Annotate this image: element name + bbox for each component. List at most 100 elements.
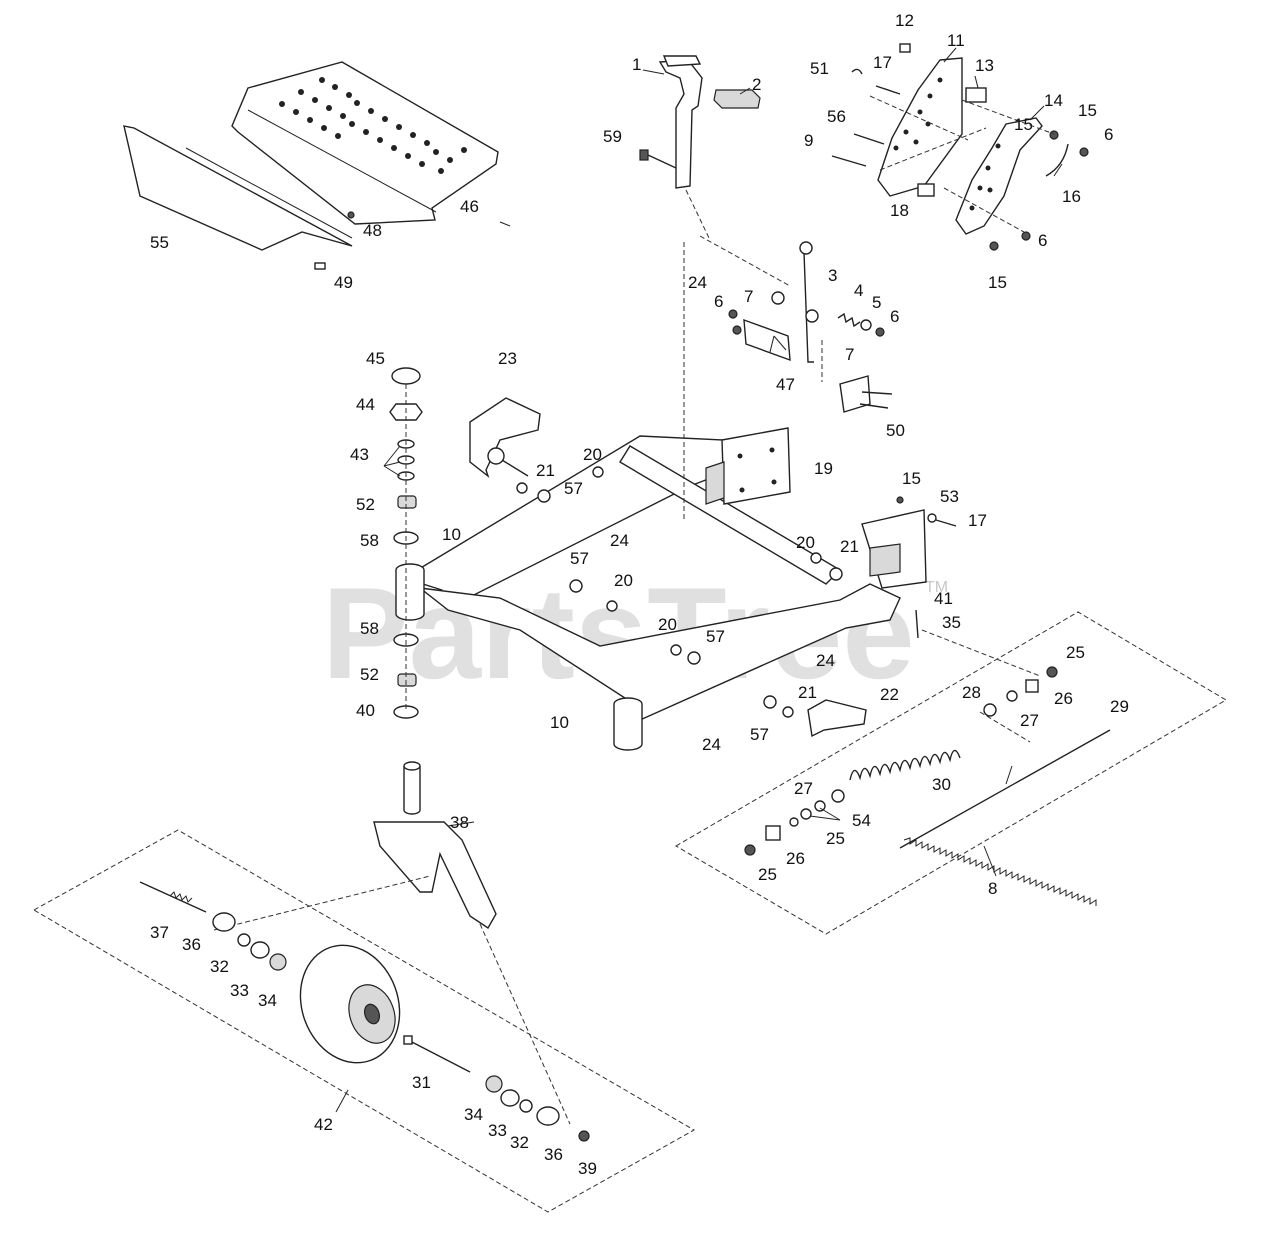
callout-50: 50 bbox=[886, 421, 905, 440]
callout-8: 8 bbox=[988, 879, 997, 898]
callout-39: 39 bbox=[578, 1159, 597, 1178]
callout-36-right: 36 bbox=[544, 1145, 563, 1164]
spindle-22 bbox=[807, 699, 867, 738]
callout-17-frame: 17 bbox=[968, 511, 987, 530]
callout-44: 44 bbox=[356, 395, 375, 414]
callout-20-c: 20 bbox=[614, 571, 633, 590]
callout-15-mid: 15 bbox=[1014, 115, 1033, 134]
callout-47: 47 bbox=[776, 375, 795, 394]
callout-labels: 12 11 1 2 51 17 13 14 15 15 6 56 59 9 16… bbox=[150, 11, 1129, 1178]
caster-tube-10-left bbox=[395, 563, 425, 621]
nut-6-left-b bbox=[732, 325, 742, 335]
callout-40: 40 bbox=[356, 701, 375, 720]
callout-34-left: 34 bbox=[258, 991, 277, 1010]
assembly-lines bbox=[405, 95, 1055, 743]
nut-15-a bbox=[1049, 130, 1059, 140]
callout-30: 30 bbox=[932, 775, 951, 794]
callout-37: 37 bbox=[150, 923, 169, 942]
rod-linkage-3 bbox=[799, 241, 819, 363]
callout-21-c: 21 bbox=[798, 683, 817, 702]
rod-kit-8 bbox=[675, 611, 1227, 935]
callout-10-bottom: 10 bbox=[550, 713, 569, 732]
callout-12: 12 bbox=[895, 11, 914, 30]
callout-38: 38 bbox=[450, 813, 469, 832]
callout-20-b: 20 bbox=[796, 533, 815, 552]
callout-2: 2 bbox=[752, 75, 761, 94]
callout-35: 35 bbox=[942, 613, 961, 632]
wheel-assembly-42 bbox=[32, 829, 696, 1213]
frame-hardware bbox=[516, 466, 957, 718]
callout-25-bottom: 25 bbox=[758, 865, 777, 884]
callout-32-left: 32 bbox=[210, 957, 229, 976]
callout-29: 29 bbox=[1110, 697, 1129, 716]
callout-36-left: 36 bbox=[182, 935, 201, 954]
callout-43: 43 bbox=[350, 445, 369, 464]
callout-57-b: 57 bbox=[570, 549, 589, 568]
clip-51 bbox=[851, 68, 863, 75]
callout-11: 11 bbox=[947, 31, 965, 50]
bolt-17 bbox=[875, 85, 901, 95]
callout-53: 53 bbox=[940, 487, 959, 506]
callout-13: 13 bbox=[975, 56, 994, 75]
callout-33-left: 33 bbox=[230, 981, 249, 1000]
spacer-18 bbox=[917, 183, 935, 197]
nut-6-right bbox=[875, 327, 885, 337]
mount-bracket-23 bbox=[469, 397, 541, 478]
right-bracket bbox=[861, 509, 927, 589]
callout-14: 14 bbox=[1044, 91, 1063, 110]
callout-57-a: 57 bbox=[564, 479, 583, 498]
spring-4 bbox=[837, 312, 861, 328]
callout-34-right: 34 bbox=[464, 1105, 483, 1124]
callout-48: 48 bbox=[363, 221, 382, 240]
nut-6-left-a bbox=[728, 309, 738, 319]
callout-7-lower: 7 bbox=[845, 345, 854, 364]
seat-bracket-14 bbox=[955, 117, 1043, 235]
callout-17-top: 17 bbox=[873, 53, 892, 72]
callout-49: 49 bbox=[334, 273, 353, 292]
callout-10-top: 10 bbox=[442, 525, 461, 544]
clip-16 bbox=[1045, 143, 1069, 177]
callout-32-right: 32 bbox=[510, 1133, 529, 1152]
wheel-hardware bbox=[212, 912, 590, 1142]
callout-6-rod: 6 bbox=[890, 307, 899, 326]
callout-1: 1 bbox=[632, 55, 641, 74]
wheel-tire bbox=[299, 944, 401, 1064]
bolt-56 bbox=[853, 133, 885, 145]
callout-20-d: 20 bbox=[658, 615, 677, 634]
callout-24-right: 24 bbox=[816, 651, 835, 670]
callout-18: 18 bbox=[890, 201, 909, 220]
callout-24-bottom: 24 bbox=[702, 735, 721, 754]
callout-27-top: 27 bbox=[1020, 711, 1039, 730]
caster-fork-38 bbox=[373, 761, 497, 929]
callout-3: 3 bbox=[828, 266, 837, 285]
footrest-skirt-55 bbox=[123, 125, 353, 251]
callout-21-a: 21 bbox=[536, 461, 555, 480]
callout-41: 41 bbox=[934, 589, 953, 608]
bolt-59 bbox=[639, 149, 677, 169]
callout-54: 54 bbox=[852, 811, 871, 830]
callout-7-top: 7 bbox=[744, 287, 753, 306]
link-7 bbox=[743, 291, 791, 362]
callout-22: 22 bbox=[880, 685, 899, 704]
callout-58-top: 58 bbox=[360, 531, 379, 550]
callout-57-c: 57 bbox=[706, 627, 725, 646]
callout-45: 45 bbox=[366, 349, 385, 368]
callout-59: 59 bbox=[603, 127, 622, 146]
callout-25-mid: 25 bbox=[826, 829, 845, 848]
callout-21-b: 21 bbox=[840, 537, 859, 556]
caster-tube-10-right bbox=[613, 697, 643, 751]
callout-6-top: 6 bbox=[1104, 125, 1113, 144]
callout-28: 28 bbox=[962, 683, 981, 702]
callout-15-bottom: 15 bbox=[988, 273, 1007, 292]
callout-58-bottom: 58 bbox=[360, 619, 379, 638]
callout-20-a: 20 bbox=[583, 445, 602, 464]
callout-31: 31 bbox=[412, 1073, 431, 1092]
callout-52-bottom: 52 bbox=[360, 665, 379, 684]
axle-31 bbox=[403, 1035, 471, 1073]
pedal-pad-2 bbox=[713, 89, 761, 109]
main-frame bbox=[402, 435, 901, 721]
footrest-plate-46 bbox=[231, 61, 499, 225]
bolts-50 bbox=[859, 391, 893, 409]
link-7-lower bbox=[839, 375, 871, 413]
